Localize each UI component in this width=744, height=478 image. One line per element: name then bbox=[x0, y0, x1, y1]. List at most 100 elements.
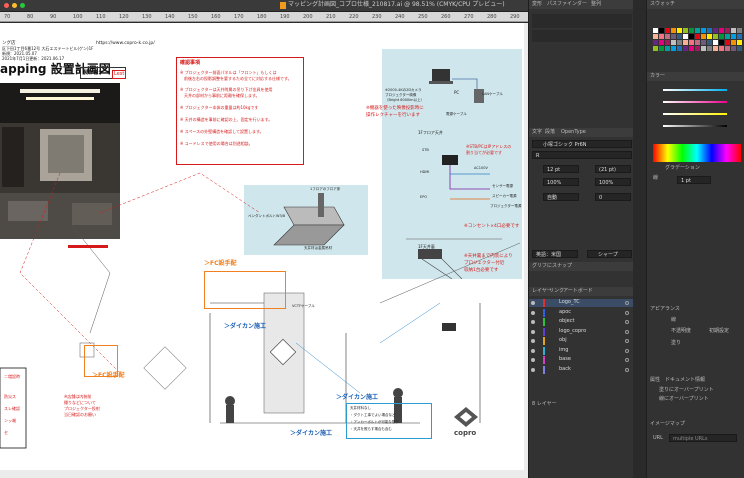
font-family-select[interactable]: 小塚ゴシック Pr6N bbox=[532, 140, 632, 148]
swatch-chip[interactable] bbox=[689, 34, 694, 39]
gradient-tab[interactable]: グラデーション bbox=[665, 165, 700, 171]
layer-target-icon[interactable] bbox=[625, 329, 629, 334]
horizontal-scale-field[interactable]: 100% bbox=[595, 178, 631, 186]
swatch-chip[interactable] bbox=[683, 40, 688, 45]
layer-row[interactable]: Logo_TC bbox=[529, 299, 634, 307]
swatch-chip[interactable] bbox=[677, 28, 682, 33]
swatch-chip[interactable] bbox=[713, 46, 718, 51]
swatch-chip[interactable] bbox=[737, 40, 742, 45]
align-buttons[interactable] bbox=[532, 14, 632, 28]
swatch-chip[interactable] bbox=[725, 28, 730, 33]
stroke-weight-field[interactable]: 1 pt bbox=[677, 176, 711, 184]
visibility-eye-icon[interactable] bbox=[531, 348, 535, 353]
swatch-chip[interactable] bbox=[665, 46, 670, 51]
antialias-select[interactable]: シャープ bbox=[587, 250, 632, 258]
visibility-eye-icon[interactable] bbox=[531, 301, 535, 305]
swatch-chip[interactable] bbox=[731, 40, 736, 45]
layer-target-icon[interactable] bbox=[625, 310, 629, 315]
swatch-chip[interactable] bbox=[701, 40, 706, 45]
tab-opentype[interactable]: OpenType bbox=[561, 129, 586, 135]
swatch-chip[interactable] bbox=[689, 40, 694, 45]
layer-row[interactable]: apoc bbox=[529, 308, 634, 317]
swatch-chip[interactable] bbox=[719, 34, 724, 39]
tab-color[interactable]: カラー bbox=[650, 73, 666, 79]
url-field[interactable]: multiple URLs bbox=[669, 434, 737, 442]
swatch-grid[interactable] bbox=[653, 28, 742, 52]
appearance-opacity-label[interactable]: 不透明度 bbox=[671, 328, 692, 334]
swatch-chip[interactable] bbox=[701, 34, 706, 39]
swatch-chip[interactable] bbox=[707, 34, 712, 39]
layer-row[interactable]: object bbox=[529, 318, 634, 326]
magenta-slider[interactable] bbox=[663, 100, 727, 104]
swatch-chip[interactable] bbox=[659, 40, 664, 45]
black-slider[interactable] bbox=[663, 124, 727, 128]
swatch-chip[interactable] bbox=[725, 40, 730, 45]
layer-row[interactable]: obj bbox=[529, 337, 634, 345]
swatch-chip[interactable] bbox=[683, 28, 688, 33]
font-style-select[interactable]: R bbox=[532, 151, 632, 159]
swatch-chip[interactable] bbox=[737, 46, 742, 51]
swatch-chip[interactable] bbox=[725, 34, 730, 39]
swatch-chip[interactable] bbox=[719, 40, 724, 45]
yellow-slider[interactable] bbox=[663, 112, 727, 116]
document-tab-title[interactable]: マッピング計画図_コプロ仕様_210817.ai @ 98.51% (CMYK/… bbox=[288, 1, 505, 8]
swatch-chip[interactable] bbox=[695, 28, 700, 33]
swatch-chip[interactable] bbox=[689, 46, 694, 51]
swatch-chip[interactable] bbox=[737, 34, 742, 39]
minimize-icon[interactable] bbox=[12, 3, 17, 8]
font-size-field[interactable]: 12 pt bbox=[543, 165, 579, 173]
cyan-slider[interactable] bbox=[663, 88, 727, 92]
swatch-chip[interactable] bbox=[683, 46, 688, 51]
layer-target-icon[interactable] bbox=[625, 320, 629, 324]
layer-target-icon[interactable] bbox=[625, 367, 629, 372]
kerning-field[interactable]: 自動 bbox=[543, 193, 579, 201]
tracking-field[interactable]: 0 bbox=[595, 193, 631, 201]
swatch-chip[interactable] bbox=[731, 34, 736, 39]
tab-swatches[interactable]: スウォッチ bbox=[650, 1, 676, 7]
swatch-chip[interactable] bbox=[731, 28, 736, 33]
swatch-chip[interactable] bbox=[665, 40, 670, 45]
swatch-chip[interactable] bbox=[653, 40, 658, 45]
transform-fields[interactable] bbox=[532, 30, 632, 42]
close-icon[interactable] bbox=[4, 3, 9, 8]
swatch-chip[interactable] bbox=[707, 28, 712, 33]
overprint-stroke[interactable]: 線にオーバープリント bbox=[659, 396, 709, 402]
layer-target-icon[interactable] bbox=[625, 358, 629, 362]
swatch-chip[interactable] bbox=[701, 28, 706, 33]
swatch-chip[interactable] bbox=[653, 28, 658, 33]
swatch-chip[interactable] bbox=[695, 40, 700, 45]
tab-transform[interactable]: 変形 bbox=[532, 1, 543, 7]
document-info-tab[interactable]: ドキュメント情報 bbox=[665, 377, 706, 383]
swatch-chip[interactable] bbox=[707, 40, 712, 45]
tab-links[interactable]: リンク bbox=[549, 288, 565, 294]
swatch-chip[interactable] bbox=[677, 34, 682, 39]
tab-align[interactable]: 整列 bbox=[591, 1, 602, 7]
stroke-tab[interactable]: 線 bbox=[653, 175, 659, 181]
swatch-chip[interactable] bbox=[683, 34, 688, 39]
layer-target-icon[interactable] bbox=[625, 348, 629, 353]
color-spectrum[interactable] bbox=[653, 144, 741, 162]
swatch-chip[interactable] bbox=[653, 46, 658, 51]
vertical-scale-field[interactable]: 100% bbox=[543, 178, 579, 186]
visibility-eye-icon[interactable] bbox=[531, 367, 535, 372]
swatch-chip[interactable] bbox=[719, 46, 724, 51]
tab-paragraph[interactable]: 段落 bbox=[545, 129, 556, 135]
swatch-chip[interactable] bbox=[677, 40, 682, 45]
swatch-chip[interactable] bbox=[707, 46, 712, 51]
swatch-chip[interactable] bbox=[677, 46, 682, 51]
tab-character[interactable]: 文字 bbox=[532, 129, 543, 135]
layer-row[interactable]: back bbox=[529, 365, 634, 374]
swatch-chip[interactable] bbox=[719, 28, 724, 33]
layer-row[interactable]: logo_copro bbox=[529, 327, 634, 336]
layer-row[interactable]: base bbox=[529, 356, 634, 364]
swatch-chip[interactable] bbox=[665, 34, 670, 39]
swatch-chip[interactable] bbox=[731, 46, 736, 51]
visibility-eye-icon[interactable] bbox=[531, 329, 535, 334]
swatch-chip[interactable] bbox=[659, 34, 664, 39]
swatch-chip[interactable] bbox=[737, 28, 742, 33]
swatch-chip[interactable] bbox=[665, 28, 670, 33]
tab-layers[interactable]: レイヤー bbox=[532, 288, 552, 294]
tab-artboards[interactable]: アートボード bbox=[563, 288, 593, 294]
swatch-chip[interactable] bbox=[701, 46, 706, 51]
